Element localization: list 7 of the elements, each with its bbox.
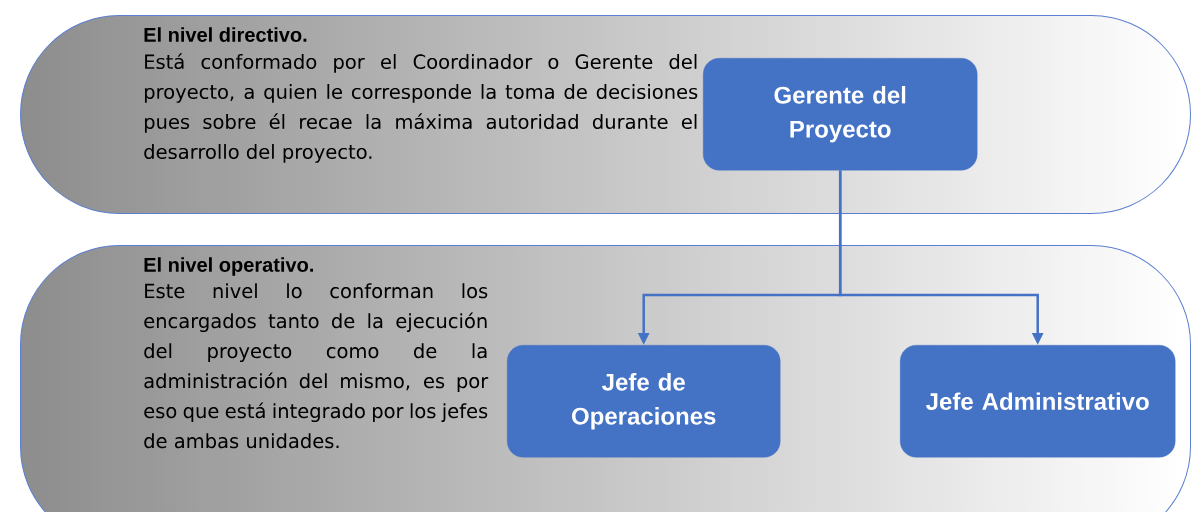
role-box: Gerente del Proyecto <box>703 58 978 171</box>
body-text: Está conformado por el Coordinador o Gerente del proyecto, a quien le corresponde la toma de decisiones pues sobre él recae la máxima autoridad durante el desarrollo del proyecto. <box>144 53 698 163</box>
heading-text: El nivel operativo. <box>144 257 313 276</box>
role-box: Jefe Administrativo <box>900 345 1176 458</box>
body-text: Este nivel lo conforman los encargados tanto de la ejecución del proyecto como de la administración del mismo, es por eso que está integrado por los jefes de ambas unidades. <box>144 283 489 449</box>
heading-text: El nivel directivo. <box>144 27 307 42</box>
role-box: Jefe de Operaciones <box>507 345 781 458</box>
